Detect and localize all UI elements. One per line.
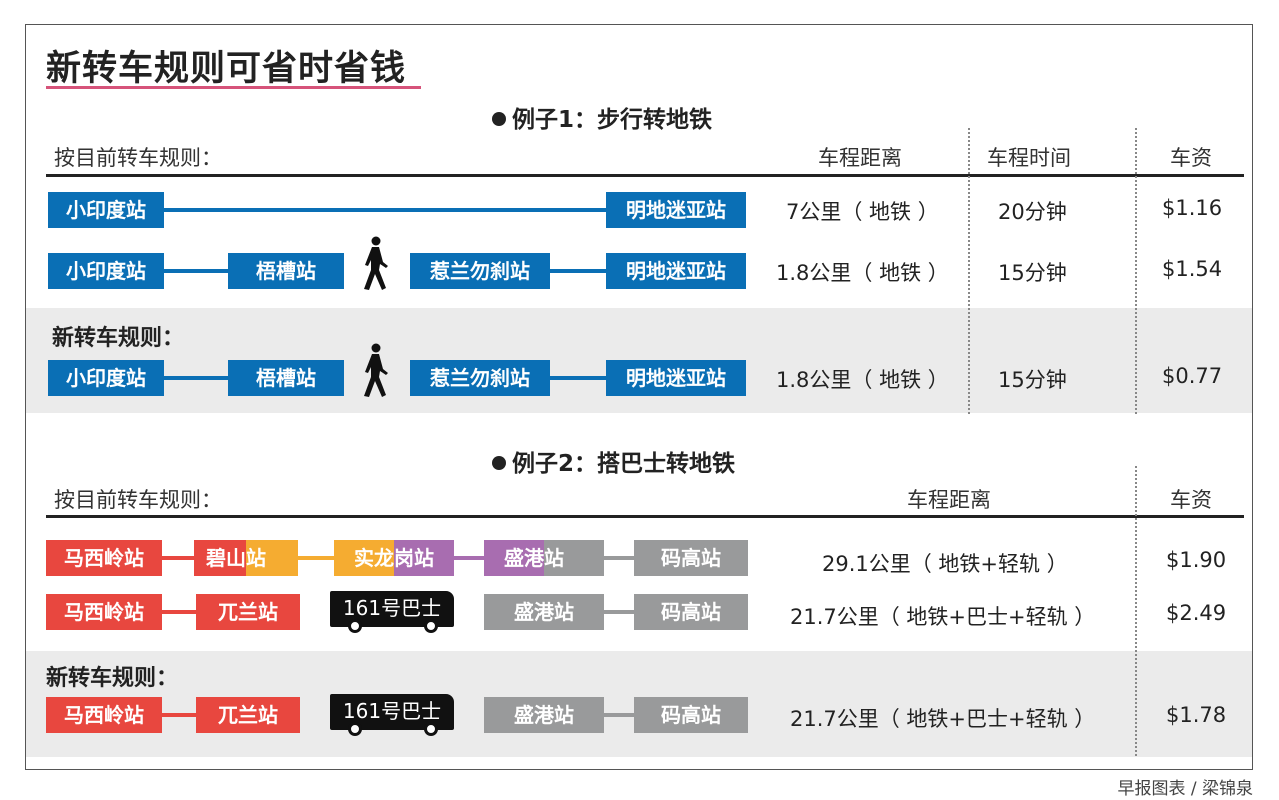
station-bendemeer: 明地迷亚站 [606, 192, 746, 228]
station-rochor: 梧槽站 [228, 253, 344, 289]
bus-161-icon: 161号巴士 [330, 694, 454, 740]
rowB-fare: $2.49 [1166, 601, 1227, 625]
lrt-line [600, 610, 636, 614]
station-bendemeer: 明地迷亚站 [606, 360, 746, 396]
station-bishan: 碧山站 [194, 540, 298, 576]
ns-line [160, 610, 200, 614]
example1-col-fare: 车资 [1170, 146, 1212, 170]
row1-time: 20分钟 [998, 200, 1067, 224]
rowC-distance: 21.7公里（ 地铁+巴士+轻轨 ） [790, 707, 1096, 731]
wheel-icon [348, 619, 362, 633]
example1-heading: 例子1：步行转地铁 [492, 100, 712, 134]
row1-fare: $1.16 [1162, 196, 1223, 220]
station-sengkang: 盛港站 [484, 594, 604, 630]
example1-col-distance: 车程距离 [818, 146, 902, 170]
mrt-line [548, 269, 610, 273]
wheel-icon [348, 722, 362, 736]
header-rule [46, 174, 1244, 177]
row2-time: 15分钟 [998, 261, 1067, 285]
lrt-line [600, 713, 636, 717]
station-sengkang: 盛港站 [484, 540, 604, 576]
station-sengkang: 盛港站 [484, 697, 604, 733]
station-bendemeer: 明地迷亚站 [606, 253, 746, 289]
station-jalan-besar: 惹兰勿刹站 [410, 360, 550, 396]
example2-col-fare: 车资 [1170, 488, 1212, 512]
station-marsiling: 马西岭站 [46, 540, 162, 576]
mrt-line [548, 376, 610, 380]
wheel-icon [424, 619, 438, 633]
row1-distance: 7公里（ 地铁 ） [786, 200, 939, 224]
station-woodlands: 兀兰站 [196, 697, 300, 733]
page-title: 新转车规则可省时省钱 [46, 49, 407, 89]
example1-new-rule-label: 新转车规则： [52, 326, 185, 351]
mrt-line [160, 376, 230, 380]
infographic-frame [25, 24, 1253, 770]
header-rule [46, 515, 1244, 518]
rowA-fare: $1.90 [1166, 548, 1227, 572]
station-little-india: 小印度站 [48, 360, 164, 396]
cc-line [296, 556, 336, 560]
bullet-icon [492, 455, 506, 470]
example2-col-distance: 车程距离 [907, 488, 991, 512]
row3-time: 15分钟 [998, 368, 1067, 392]
ne-line [452, 556, 488, 560]
credit: 早报图表 / 梁锦泉 [1117, 779, 1253, 799]
column-divider [1135, 466, 1137, 756]
example2-current-rule-label: 按目前转车规则： [54, 488, 222, 512]
station-little-india: 小印度站 [48, 192, 164, 228]
bullet-icon [492, 111, 506, 126]
ns-line [160, 713, 200, 717]
station-compassvale: 码高站 [634, 540, 748, 576]
station-little-india: 小印度站 [48, 253, 164, 289]
rowC-fare: $1.78 [1166, 703, 1227, 727]
station-rochor: 梧槽站 [228, 360, 344, 396]
rowA-distance: 29.1公里（ 地铁+轻轨 ） [822, 552, 1068, 576]
station-compassvale: 码高站 [634, 594, 748, 630]
station-compassvale: 码高站 [634, 697, 748, 733]
station-marsiling: 马西岭站 [46, 594, 162, 630]
lrt-line [600, 556, 636, 560]
station-serangoon: 实龙岗站 [334, 540, 454, 576]
column-divider [1135, 128, 1137, 414]
mrt-line [160, 269, 230, 273]
rowB-distance: 21.7公里（ 地铁+巴士+轻轨 ） [790, 605, 1096, 629]
walking-person-icon [364, 343, 388, 397]
ns-line [160, 556, 200, 560]
station-jalan-besar: 惹兰勿刹站 [410, 253, 550, 289]
example2-new-rule-label: 新转车规则： [46, 666, 179, 691]
row3-fare: $0.77 [1162, 364, 1223, 388]
walking-person-icon [364, 236, 388, 290]
row2-fare: $1.54 [1162, 257, 1223, 281]
station-woodlands: 兀兰站 [196, 594, 300, 630]
example1-current-rule-label: 按目前转车规则： [54, 146, 222, 170]
example1-col-time: 车程时间 [987, 146, 1071, 170]
row2-distance: 1.8公里（ 地铁 ） [776, 261, 949, 285]
wheel-icon [424, 722, 438, 736]
example2-heading: 例子2：搭巴士转地铁 [492, 444, 735, 478]
station-marsiling: 马西岭站 [46, 697, 162, 733]
row3-distance: 1.8公里（ 地铁 ） [776, 368, 949, 392]
title-underline [46, 86, 421, 89]
column-divider [968, 128, 970, 414]
mrt-line [160, 208, 610, 212]
bus-161-icon: 161号巴士 [330, 591, 454, 637]
